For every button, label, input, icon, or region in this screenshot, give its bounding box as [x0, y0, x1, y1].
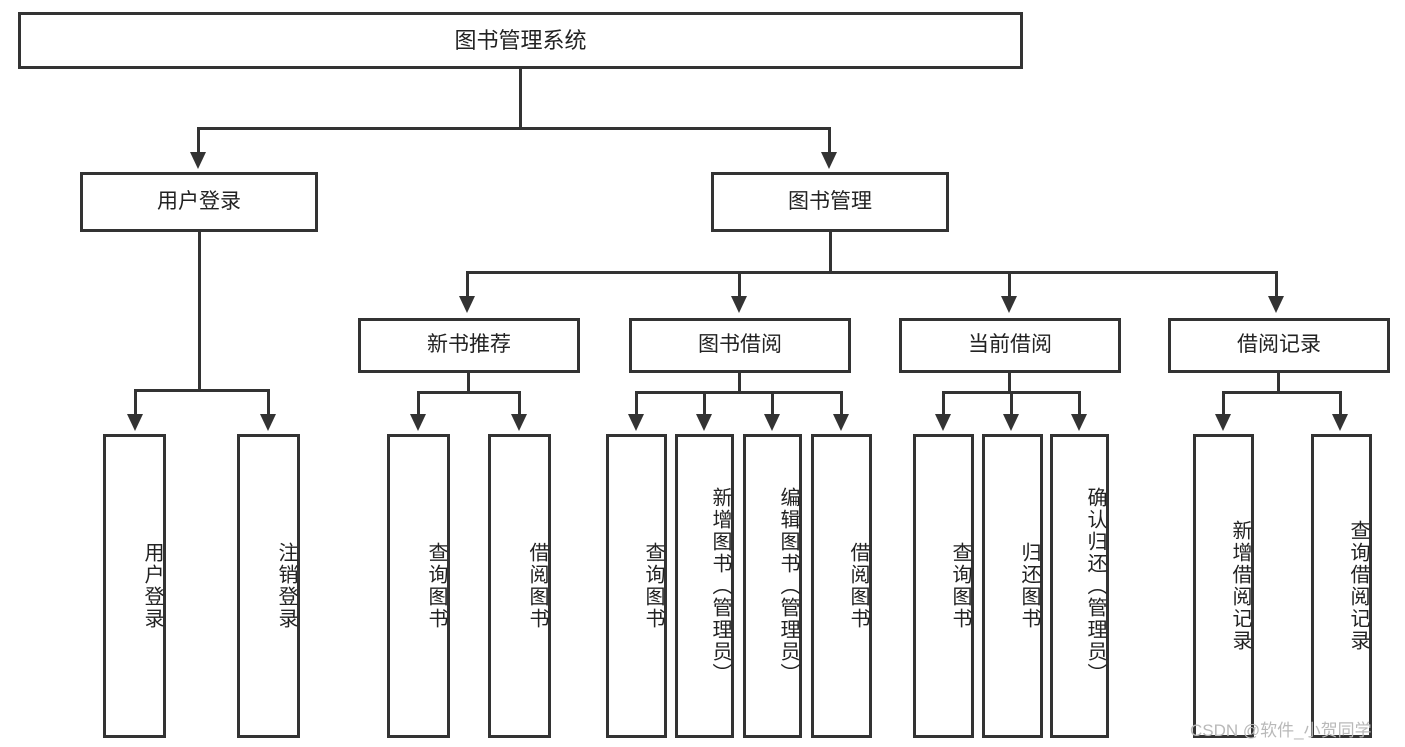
- connector-borrow-to-leaf-3: [771, 391, 774, 416]
- arrowhead-to-new-book-recommend: [459, 296, 475, 313]
- node-label: 归还图书: [1018, 542, 1040, 630]
- arrowhead-to-leaf-borrow-book-1: [511, 414, 527, 431]
- connector-book-manage-to-record: [1275, 271, 1278, 298]
- connector-book-manage-to-recommend: [466, 271, 469, 298]
- arrowhead-to-borrow-record: [1268, 296, 1284, 313]
- node-root-book-management-system[interactable]: 图书管理系统: [18, 12, 1023, 69]
- node-borrow-record[interactable]: 借阅记录: [1168, 318, 1390, 373]
- arrowhead-to-current-borrow: [1001, 296, 1017, 313]
- connector-recommend-stem: [467, 373, 470, 393]
- connector-root-to-user-login: [197, 127, 200, 154]
- connector-recommend-to-leaf-2: [518, 391, 521, 416]
- node-label: 新增借阅记录: [1229, 520, 1251, 652]
- connector-record-to-leaf-1: [1222, 391, 1225, 416]
- connector-root-bar: [197, 127, 831, 130]
- node-new-book-recommend[interactable]: 新书推荐: [358, 318, 580, 373]
- connector-user-login-to-leaf-1: [134, 389, 137, 416]
- watermark-text: CSDN @软件_小贺同学: [1190, 721, 1372, 740]
- connector-user-login-stem: [198, 232, 201, 392]
- node-label: 用户登录: [157, 189, 241, 213]
- connector-book-manage-to-current: [1008, 271, 1011, 298]
- connector-book-manage-to-borrow: [738, 271, 741, 298]
- connector-recommend-to-leaf-1: [417, 391, 420, 416]
- node-label: 图书借阅: [698, 333, 782, 357]
- arrowhead-to-leaf-query-book-1: [410, 414, 426, 431]
- node-label: 新书推荐: [427, 333, 511, 357]
- node-label: 借阅图书: [526, 542, 548, 630]
- arrowhead-to-leaf-confirm-return: [1071, 414, 1087, 431]
- connector-current-to-leaf-1: [942, 391, 945, 416]
- connector-book-manage-bar: [466, 271, 1278, 274]
- connector-borrow-to-leaf-1: [635, 391, 638, 416]
- node-label: 查询借阅记录: [1347, 520, 1369, 652]
- arrowhead-to-leaf-query-book-3: [935, 414, 951, 431]
- arrowhead-to-leaf-return-book: [1003, 414, 1019, 431]
- leaf-query-book-3[interactable]: 查询图书: [913, 434, 974, 738]
- arrowhead-to-user-login: [190, 152, 206, 169]
- leaf-edit-book[interactable]: 编辑图书（管理员）: [743, 434, 802, 738]
- node-label: 当前借阅: [968, 333, 1052, 357]
- csdn-watermark: CSDN @软件_小贺同学: [1190, 716, 1372, 741]
- node-label: 查询图书: [642, 542, 664, 630]
- connector-root-to-book-manage: [828, 127, 831, 154]
- leaf-borrow-book-2[interactable]: 借阅图书: [811, 434, 872, 738]
- connector-current-to-leaf-2: [1010, 391, 1013, 416]
- node-label: 新增图书（管理员）: [709, 487, 731, 685]
- connector-record-to-leaf-2: [1339, 391, 1342, 416]
- leaf-confirm-return[interactable]: 确认归还（管理员）: [1050, 434, 1109, 738]
- connector-user-login-to-leaf-2: [267, 389, 270, 416]
- connector-recommend-bar: [417, 391, 521, 394]
- arrowhead-to-book-borrow: [731, 296, 747, 313]
- connector-record-stem: [1277, 373, 1280, 393]
- arrowhead-to-leaf-user-logout: [260, 414, 276, 431]
- connector-current-stem: [1008, 373, 1011, 393]
- node-current-borrow[interactable]: 当前借阅: [899, 318, 1121, 373]
- connector-book-manage-stem: [829, 232, 832, 273]
- node-label: 借阅图书: [847, 542, 869, 630]
- arrowhead-to-leaf-edit-book: [764, 414, 780, 431]
- connector-record-bar: [1222, 391, 1342, 394]
- node-user-login[interactable]: 用户登录: [80, 172, 318, 232]
- leaf-borrow-book-1[interactable]: 借阅图书: [488, 434, 551, 738]
- leaf-return-book[interactable]: 归还图书: [982, 434, 1043, 738]
- leaf-query-record[interactable]: 查询借阅记录: [1311, 434, 1372, 738]
- connector-user-login-bar: [134, 389, 270, 392]
- node-label: 借阅记录: [1237, 333, 1321, 357]
- node-book-borrow[interactable]: 图书借阅: [629, 318, 851, 373]
- connector-root-stem: [519, 69, 522, 129]
- arrowhead-to-leaf-query-record: [1332, 414, 1348, 431]
- connector-borrow-bar: [635, 391, 843, 394]
- node-label: 编辑图书（管理员）: [777, 487, 799, 685]
- arrowhead-to-leaf-add-book: [696, 414, 712, 431]
- connector-borrow-to-leaf-2: [703, 391, 706, 416]
- leaf-query-book-1[interactable]: 查询图书: [387, 434, 450, 738]
- node-label: 查询图书: [949, 542, 971, 630]
- node-book-manage[interactable]: 图书管理: [711, 172, 949, 232]
- arrowhead-to-leaf-borrow-book-2: [833, 414, 849, 431]
- arrowhead-to-leaf-query-book-2: [628, 414, 644, 431]
- connector-borrow-stem: [738, 373, 741, 393]
- node-label: 图书管理系统: [454, 27, 587, 53]
- leaf-add-book[interactable]: 新增图书（管理员）: [675, 434, 734, 738]
- connector-current-to-leaf-3: [1078, 391, 1081, 416]
- node-label: 确认归还（管理员）: [1084, 487, 1106, 685]
- arrowhead-to-leaf-user-login: [127, 414, 143, 431]
- node-label: 图书管理: [788, 189, 872, 213]
- node-label: 查询图书: [425, 542, 447, 630]
- node-label: 用户登录: [141, 542, 163, 630]
- arrowhead-to-book-manage: [821, 152, 837, 169]
- connector-borrow-to-leaf-4: [840, 391, 843, 416]
- leaf-query-book-2[interactable]: 查询图书: [606, 434, 667, 738]
- leaf-user-login[interactable]: 用户登录: [103, 434, 166, 738]
- node-label: 注销登录: [275, 542, 297, 630]
- arrowhead-to-leaf-add-record: [1215, 414, 1231, 431]
- leaf-user-logout[interactable]: 注销登录: [237, 434, 300, 738]
- leaf-add-record[interactable]: 新增借阅记录: [1193, 434, 1254, 738]
